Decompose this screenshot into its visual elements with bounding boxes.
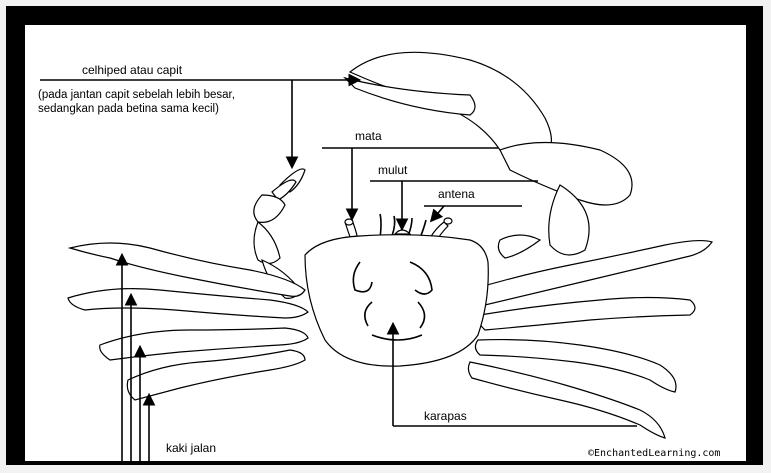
label-carapace: karapas [424, 409, 467, 423]
carapace-drawing [305, 235, 488, 366]
large-claw-drawing [345, 52, 632, 258]
label-claw-note-1: (pada jantan capit sebelah lebih besar, [38, 89, 235, 101]
label-antenna: antena [438, 187, 475, 201]
credit-text: ©EnchantedLearning.com [588, 448, 720, 459]
label-claw: celhiped atau capit [82, 63, 183, 77]
right-legs-drawing [468, 241, 712, 438]
label-claw-note-2: sedangkan pada betina sama kecil) [38, 103, 219, 115]
label-walking-legs: kaki jalan [166, 441, 216, 455]
label-eye: mata [355, 129, 382, 143]
label-mouth: mulut [378, 163, 408, 177]
